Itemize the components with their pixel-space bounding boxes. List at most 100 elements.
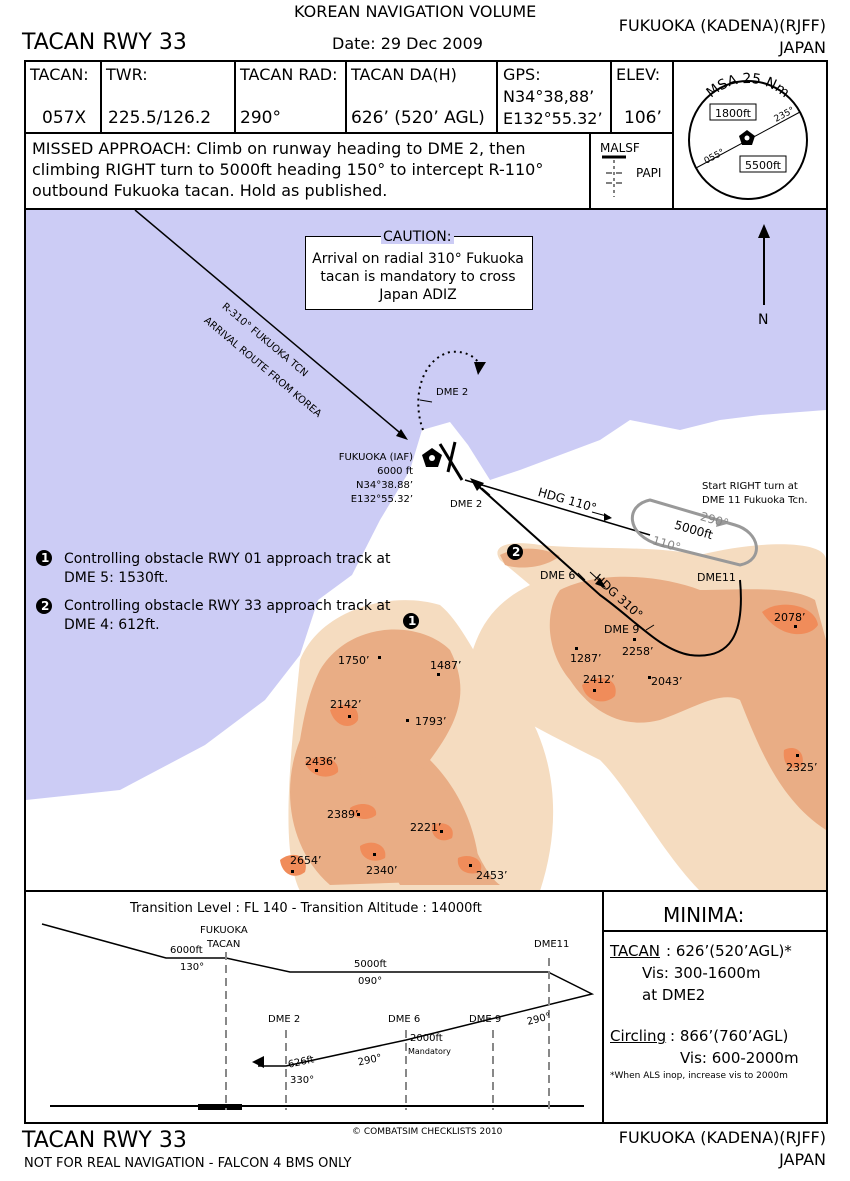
outbound-track <box>464 479 651 536</box>
airport-name: FUKUOKA (KADENA)(RJFF) <box>618 16 826 35</box>
chart-date: Date: 29 Dec 2009 <box>332 34 483 53</box>
minima-tacan-value: : 626’(520’AGL)* <box>666 942 792 960</box>
hold-note-2: DME 11 Fukuoka Tcn. <box>702 495 808 506</box>
tacan-da-label: TACAN DA(H) <box>351 65 457 84</box>
msa-bearing-1: 235° <box>773 106 797 125</box>
runway-block <box>198 1104 242 1110</box>
north-label: N <box>758 312 769 328</box>
profile-mandatory: Mandatory <box>408 1047 451 1056</box>
country-name: JAPAN <box>779 38 826 57</box>
msa-title: MSA 25 Nm <box>704 71 793 101</box>
profile-view <box>41 923 595 1110</box>
chart-frame <box>24 60 828 1124</box>
elevation-label: 2340’ <box>366 864 398 877</box>
tacan-channel: 057X <box>42 108 87 128</box>
tacan-label: TACAN: <box>30 65 89 84</box>
elevation-label: 2325’ <box>786 761 818 774</box>
obstacle-marker-2 <box>507 544 523 560</box>
elevation-label: 2436’ <box>305 755 337 768</box>
msa-circle <box>688 80 808 200</box>
minima-note: *When ALS inop, increase vis to 2000m <box>610 1071 788 1081</box>
terrain-high <box>280 604 818 876</box>
profile-dme6: DME 6 <box>388 1014 421 1025</box>
footer-disclaimer: NOT FOR REAL NAVIGATION - FALCON 4 BMS O… <box>24 1156 352 1171</box>
footer-country: JAPAN <box>779 1150 826 1169</box>
note-marker-2: 2 <box>41 599 50 613</box>
minima-tacan-vis: Vis: 300-1600m <box>642 964 761 982</box>
dme11-label: DME11 <box>697 571 736 584</box>
msa-bearing-2: 055° <box>703 148 727 167</box>
iaf-altitude: 6000 ft <box>377 466 413 477</box>
profile-path <box>41 923 595 1067</box>
elevation-label: ELEV: <box>616 65 661 84</box>
msa-tacan-icon <box>739 130 755 145</box>
gps-longitude: E132°55.32’ <box>503 109 603 128</box>
profile-alt-5000: 5000ft <box>354 959 387 970</box>
arrival-route-arrowhead <box>396 429 408 440</box>
note-marker-1: 1 <box>41 551 50 565</box>
tacan-rad-value: 290° <box>240 108 281 128</box>
twr-frequency: 225.5/126.2 <box>108 108 212 128</box>
approach-arrowhead <box>470 478 484 491</box>
profile-alt-2000: 2000ft <box>410 1033 443 1044</box>
profile-dme2: DME 2 <box>268 1014 301 1025</box>
footer-copyright: © COMBATSIM CHECKLISTS 2010 <box>352 1127 503 1137</box>
obstacle-marker-2-label: 2 <box>512 545 521 559</box>
elevation-label: 2043’ <box>651 675 683 688</box>
gps-label: GPS: <box>503 65 541 84</box>
volume-title: KOREAN NAVIGATION VOLUME <box>294 2 537 21</box>
missed-approach-arrowhead <box>474 362 486 375</box>
dme2-label: DME 2 <box>450 499 483 510</box>
tacan-rad-label: TACAN RAD: <box>240 65 338 84</box>
profile-tacan-label: TACAN <box>207 939 241 950</box>
obstacle-note-2: Controlling obstacle RWY 33 approach tra… <box>64 598 391 633</box>
dme6-label: DME 6 <box>540 569 576 582</box>
elevation-label: 1750’ <box>338 654 370 667</box>
profile-tacan-name: FUKUOKA <box>200 925 248 936</box>
holding-pattern <box>631 498 758 567</box>
msa-alt-north: 1800ft <box>715 107 752 120</box>
dme9-label: DME 9 <box>604 623 640 636</box>
missed-approach-path <box>417 350 481 431</box>
hold-note-1: Start RIGHT turn at <box>702 481 798 492</box>
iaf-latitude: N34°38.88’ <box>355 480 413 491</box>
minima-circling-value: : 866’(760’AGL) <box>670 1027 789 1045</box>
arrival-route-line <box>134 210 406 438</box>
profile-dme9: DME 9 <box>469 1014 502 1025</box>
elevation-label: 2453’ <box>476 869 508 882</box>
caution-text: Arrival on radial 310° Fukuoka tacan is … <box>312 251 524 303</box>
papi-label: PAPI <box>636 166 662 180</box>
elevation-label: 2389’ <box>327 808 359 821</box>
elevation-label: 1287’ <box>570 652 602 665</box>
caution-title: CAUTION: <box>381 229 454 245</box>
elevation-label: 2654’ <box>290 854 322 867</box>
info-row <box>24 60 674 134</box>
approach-turn-path <box>475 483 742 657</box>
profile-dme11: DME11 <box>534 939 570 950</box>
missed-approach-row <box>24 132 674 210</box>
fukuoka-tacan-icon <box>422 448 442 467</box>
minima-title: MINIMA: <box>663 903 745 927</box>
minima-circling-vis: Vis: 600-2000m <box>680 1049 799 1067</box>
terrain-mid <box>290 548 826 885</box>
elevation-value: 106’ <box>624 108 662 128</box>
plan-view-map <box>26 210 826 891</box>
minima-title-box <box>602 890 828 932</box>
malsf-label: MALSF <box>600 141 640 155</box>
transition-info: Transition Level : FL 140 - Transition A… <box>130 901 482 916</box>
profile-crs-330: 330° <box>290 1075 315 1086</box>
elevation-label: 1487’ <box>430 659 462 672</box>
footer-airport: FUKUOKA (KADENA)(RJFF) <box>618 1128 826 1147</box>
profile-alt-6000: 6000ft <box>170 945 203 956</box>
obstacle-marker-1 <box>403 613 419 629</box>
minima-tacan-at: at DME2 <box>642 986 706 1004</box>
gps-latitude: N34°38,88’ <box>503 87 595 106</box>
missed-approach-text: MISSED APPROACH: Climb on runway heading… <box>32 139 544 200</box>
elevation-label: 2221’ <box>410 821 442 834</box>
msa-box <box>672 60 828 210</box>
msa-diagram: MSA 25 Nm 1800ft 5500ft 235° 055° <box>688 71 808 200</box>
elevation-label: 2258’ <box>622 645 654 658</box>
minima-tacan-label: TACAN <box>610 942 660 960</box>
procedure-title: TACAN RWY 33 <box>22 30 187 55</box>
twr-label: TWR: <box>106 65 148 84</box>
